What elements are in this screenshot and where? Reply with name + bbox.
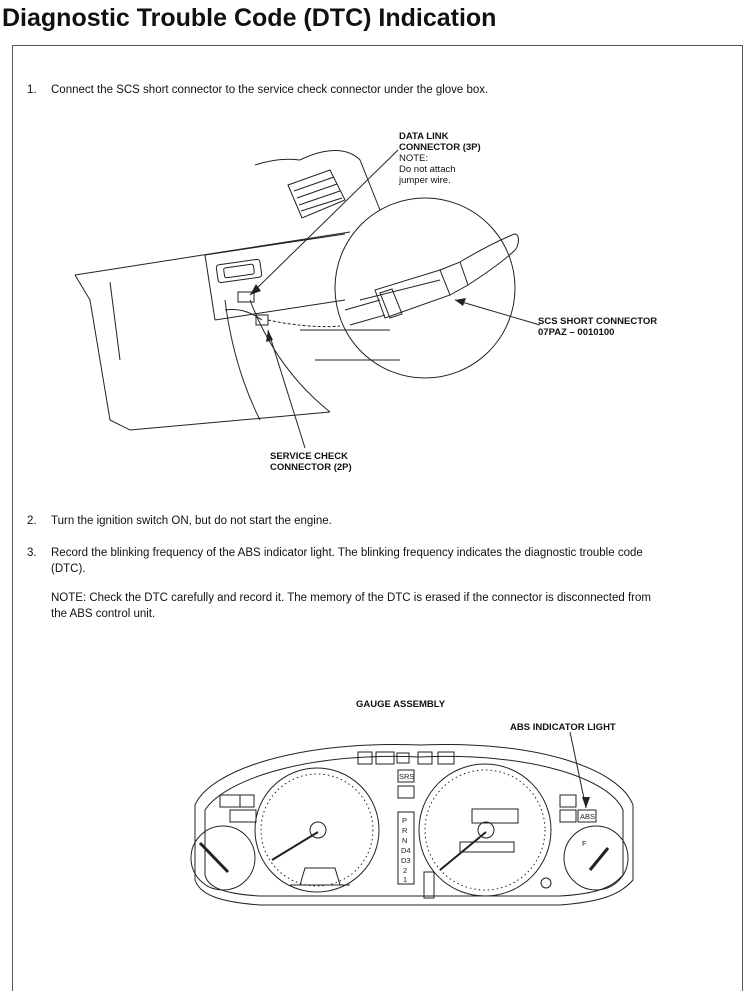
gear-d4: D4 — [401, 846, 411, 855]
dlc-label-line2: CONNECTOR (3P) — [399, 142, 481, 153]
step-text-line1: Record the blinking frequency of the ABS… — [51, 547, 643, 559]
scs-label-line2: 07PAZ – 0010100 — [538, 327, 615, 338]
abs-indicator-light-label: ABS INDICATOR LIGHT — [510, 722, 616, 733]
step-text: Connect the SCS short connector to the s… — [51, 84, 489, 96]
scs-short-connector-label: SCS SHORT CONNECTOR 07PAZ – 0010100 — [538, 316, 657, 338]
abs-indicator: ABS — [580, 812, 595, 821]
page-title: Diagnostic Trouble Code (DTC) Indication — [2, 4, 497, 32]
fuel-full-mark: F — [582, 839, 587, 848]
gear-r: R — [402, 826, 408, 835]
abs-indicator-light-text: ABS INDICATOR LIGHT — [510, 722, 616, 733]
gear-2: 2 — [403, 866, 407, 875]
srs-indicator: SRS — [399, 772, 414, 781]
step-number: 2. — [27, 515, 37, 527]
scs-label-line1: SCS SHORT CONNECTOR — [538, 316, 658, 327]
gear-1: 1 — [403, 875, 407, 884]
step-number: 3. — [27, 547, 37, 559]
dlc-note-line3: jumper wire. — [399, 175, 451, 186]
content-frame — [12, 45, 743, 991]
note-line1: NOTE: Check the DTC carefully and record… — [51, 592, 651, 604]
dlc-note-line1: NOTE: — [399, 153, 429, 164]
step-text: Turn the ignition switch ON, but do not … — [51, 515, 332, 527]
gear-n: N — [402, 836, 407, 845]
gear-p: P — [402, 816, 407, 825]
step-text-line2: (DTC). — [51, 563, 86, 575]
gauge-assembly-title: GAUGE ASSEMBLY — [356, 699, 445, 710]
dlc-note-line2: Do not attach — [399, 164, 456, 175]
gauge-assembly-title-text: GAUGE ASSEMBLY — [356, 699, 446, 710]
data-link-connector-label: DATA LINK CONNECTOR (3P) NOTE: Do not at… — [399, 131, 481, 186]
service-check-connector-label: SERVICE CHECK CONNECTOR (2P) — [270, 451, 352, 473]
step-number: 1. — [27, 84, 37, 96]
gear-d3: D3 — [401, 856, 411, 865]
note-line2: the ABS control unit. — [51, 608, 156, 620]
svc-label-line2: CONNECTOR (2P) — [270, 462, 352, 473]
dtc-note: NOTE: Check the DTC carefully and record… — [51, 590, 746, 622]
svc-label-line1: SERVICE CHECK — [270, 451, 348, 462]
dlc-label-line1: DATA LINK — [399, 131, 449, 142]
